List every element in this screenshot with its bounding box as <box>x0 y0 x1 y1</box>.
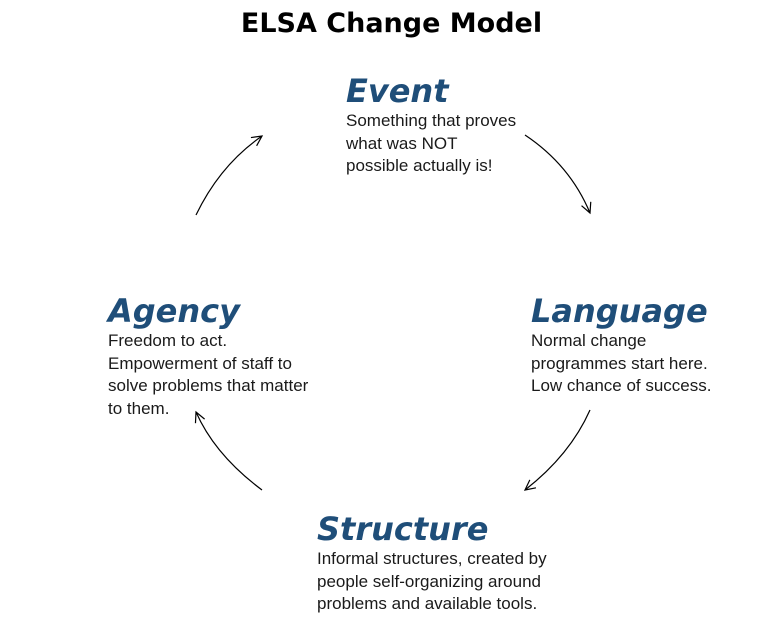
node-language-line: Low chance of success. <box>531 376 712 395</box>
node-structure-description: Informal structures, created by people s… <box>317 548 547 616</box>
arrow-agency-to-event <box>195 135 264 216</box>
node-event-line: Something that proves <box>346 111 517 130</box>
node-agency-description: Freedom to act. Empowerment of staff to … <box>108 330 308 420</box>
node-event-line: possible actually is! <box>346 156 493 175</box>
node-structure-line: people self-organizing around <box>317 571 541 591</box>
node-structure-heading: Structure <box>317 510 489 548</box>
node-agency-line: to them. <box>108 398 170 418</box>
node-agency-heading: Agency <box>108 292 240 330</box>
node-event-description: Something that proves what was NOT possi… <box>346 110 516 178</box>
node-event: Event Something that proves what was NOT… <box>346 72 516 178</box>
node-agency: Agency Freedom to act. Empowerment of st… <box>108 292 308 420</box>
node-language-line: Normal change <box>531 331 647 350</box>
arrow-event-to-language <box>524 134 592 215</box>
node-structure-line: Informal structures, created by <box>317 549 547 568</box>
node-event-heading: Event <box>346 72 449 110</box>
node-agency-line: solve problems that matter <box>108 376 309 395</box>
node-structure: Structure Informal structures, created b… <box>317 510 547 616</box>
node-agency-line: Freedom to act. <box>108 331 228 350</box>
diagram-title: ELSA Change Model <box>240 8 543 39</box>
arrow-structure-to-agency <box>194 410 263 491</box>
arrow-language-to-structure <box>523 409 591 491</box>
node-language-heading: Language <box>531 292 708 330</box>
node-event-line: what was NOT <box>346 133 458 153</box>
node-language-line: programmes start here. <box>531 353 708 373</box>
node-structure-line: problems and available tools. <box>317 594 538 613</box>
node-language: Language Normal change programmes start … <box>531 292 711 398</box>
node-agency-line: Empowerment of staff to <box>108 353 292 373</box>
node-language-description: Normal change programmes start here. Low… <box>531 330 711 398</box>
